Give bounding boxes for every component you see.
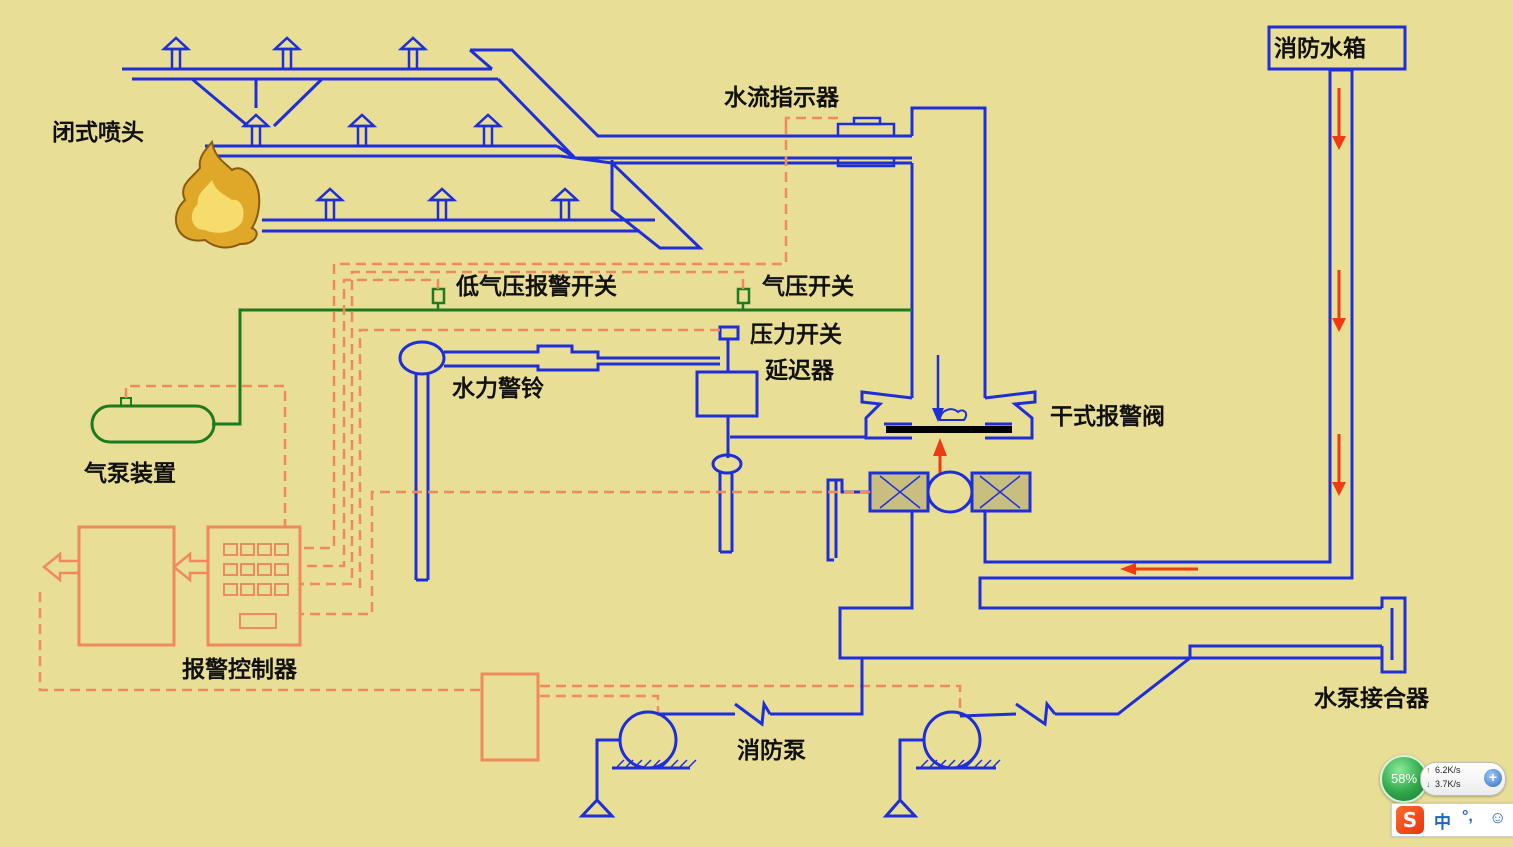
hatch-mark	[642, 759, 652, 769]
sprinkler-head-icon	[426, 187, 458, 220]
alarm-signal-wiring	[38, 116, 962, 716]
component-labels: 闭式喷头 水流指示器 消防水箱 低气压报警开关 气压开关 压力开关 延迟器 水力…	[52, 35, 1430, 764]
label-low-pressure-alarm-switch: 低气压报警开关	[455, 273, 617, 300]
hatch-mark	[955, 759, 965, 769]
sprinkler-head-icon	[271, 36, 303, 69]
dry-alarm-valve	[730, 355, 1037, 500]
hatch-mark	[669, 759, 679, 769]
sprinkler-head-icon	[240, 113, 272, 146]
label-fire-pump: 消防泵	[737, 737, 806, 764]
network-speed-panel[interactable]: ↑ 6.2K/s ↓ 3.7K/s +	[1420, 762, 1506, 796]
download-speed: 3.7K/s	[1435, 779, 1461, 789]
label-closed-sprinkler: 闭式喷头	[52, 120, 144, 146]
hatch-mark	[633, 759, 643, 769]
hatch-mark	[678, 759, 688, 769]
retard-chamber-assembly	[695, 325, 759, 554]
sprinkler-head-icon	[314, 187, 346, 220]
label-alarm-controller: 报警控制器	[182, 656, 298, 683]
upload-speed: 6.2K/s	[1435, 765, 1461, 775]
fire-icon	[175, 139, 261, 249]
hatch-mark	[964, 759, 974, 769]
sprinkler-head-icon	[472, 113, 504, 146]
ime-punctuation-toggle[interactable]: °,	[1462, 808, 1473, 825]
sprinkler-head-icon	[346, 113, 378, 146]
flow-arrow-down	[1332, 88, 1346, 150]
sprinkler-head-icon	[397, 36, 429, 69]
label-water-motor-gong: 水力警铃	[452, 375, 544, 402]
hatch-mark	[687, 759, 697, 769]
download-arrow-icon: ↓	[1426, 779, 1431, 789]
water-motor-gong	[398, 340, 720, 582]
water-flow-indicator	[836, 116, 896, 168]
sprinkler-head-icon	[549, 187, 581, 220]
label-dry-alarm-valve: 干式报警阀	[1050, 404, 1165, 430]
network-monitor-widget[interactable]: 58% ↑ 6.2K/s ↓ 3.7K/s +	[1378, 755, 1506, 803]
pump-base-hatching	[615, 759, 1001, 769]
pump-adapter	[1380, 596, 1407, 674]
hatch-mark	[660, 759, 670, 769]
upload-arrow-icon: ↑	[1426, 765, 1431, 775]
hatch-mark	[928, 759, 938, 769]
fire-water-tank	[1267, 25, 1407, 71]
flow-arrow-down	[1332, 434, 1346, 496]
hatch-mark	[919, 759, 929, 769]
hatch-mark	[973, 759, 983, 769]
hatch-mark	[946, 759, 956, 769]
hatch-mark	[624, 759, 634, 769]
label-air-pump-unit: 气泵装置	[83, 460, 176, 487]
air-supply-line	[90, 287, 912, 444]
label-water-flow-indicator: 水流指示器	[724, 84, 840, 111]
sprinkler-heads	[160, 36, 581, 220]
hatch-mark	[615, 759, 625, 769]
label-retard-chamber: 延迟器	[764, 358, 835, 384]
hatch-mark	[982, 759, 992, 769]
ime-language-toggle[interactable]: 中	[1434, 813, 1451, 833]
main-control-valve	[826, 470, 1032, 562]
flow-arrow-down	[1332, 270, 1346, 332]
label-pressure-switch: 压力开关	[750, 321, 842, 348]
hatch-mark	[991, 759, 1001, 769]
ime-toolbar[interactable]: S 中 °, ☺	[1391, 803, 1513, 837]
riser-pipe	[838, 68, 1382, 716]
label-air-pressure-switch: 气压开关	[761, 273, 854, 300]
flow-arrow-left	[1120, 563, 1198, 575]
label-pump-adapter: 水泵接合器	[1314, 685, 1430, 712]
hatch-mark	[937, 759, 947, 769]
sogou-logo-icon[interactable]: S	[1396, 806, 1424, 834]
emoji-icon[interactable]: ☺	[1489, 808, 1507, 827]
water-flow-arrows	[1120, 88, 1346, 575]
label-fire-water-tank: 消防水箱	[1274, 35, 1366, 62]
sprinkler-head-icon	[160, 36, 192, 69]
accelerate-plus-icon[interactable]: +	[1484, 769, 1502, 787]
alarm-controller	[42, 525, 540, 762]
hatch-mark	[651, 759, 661, 769]
